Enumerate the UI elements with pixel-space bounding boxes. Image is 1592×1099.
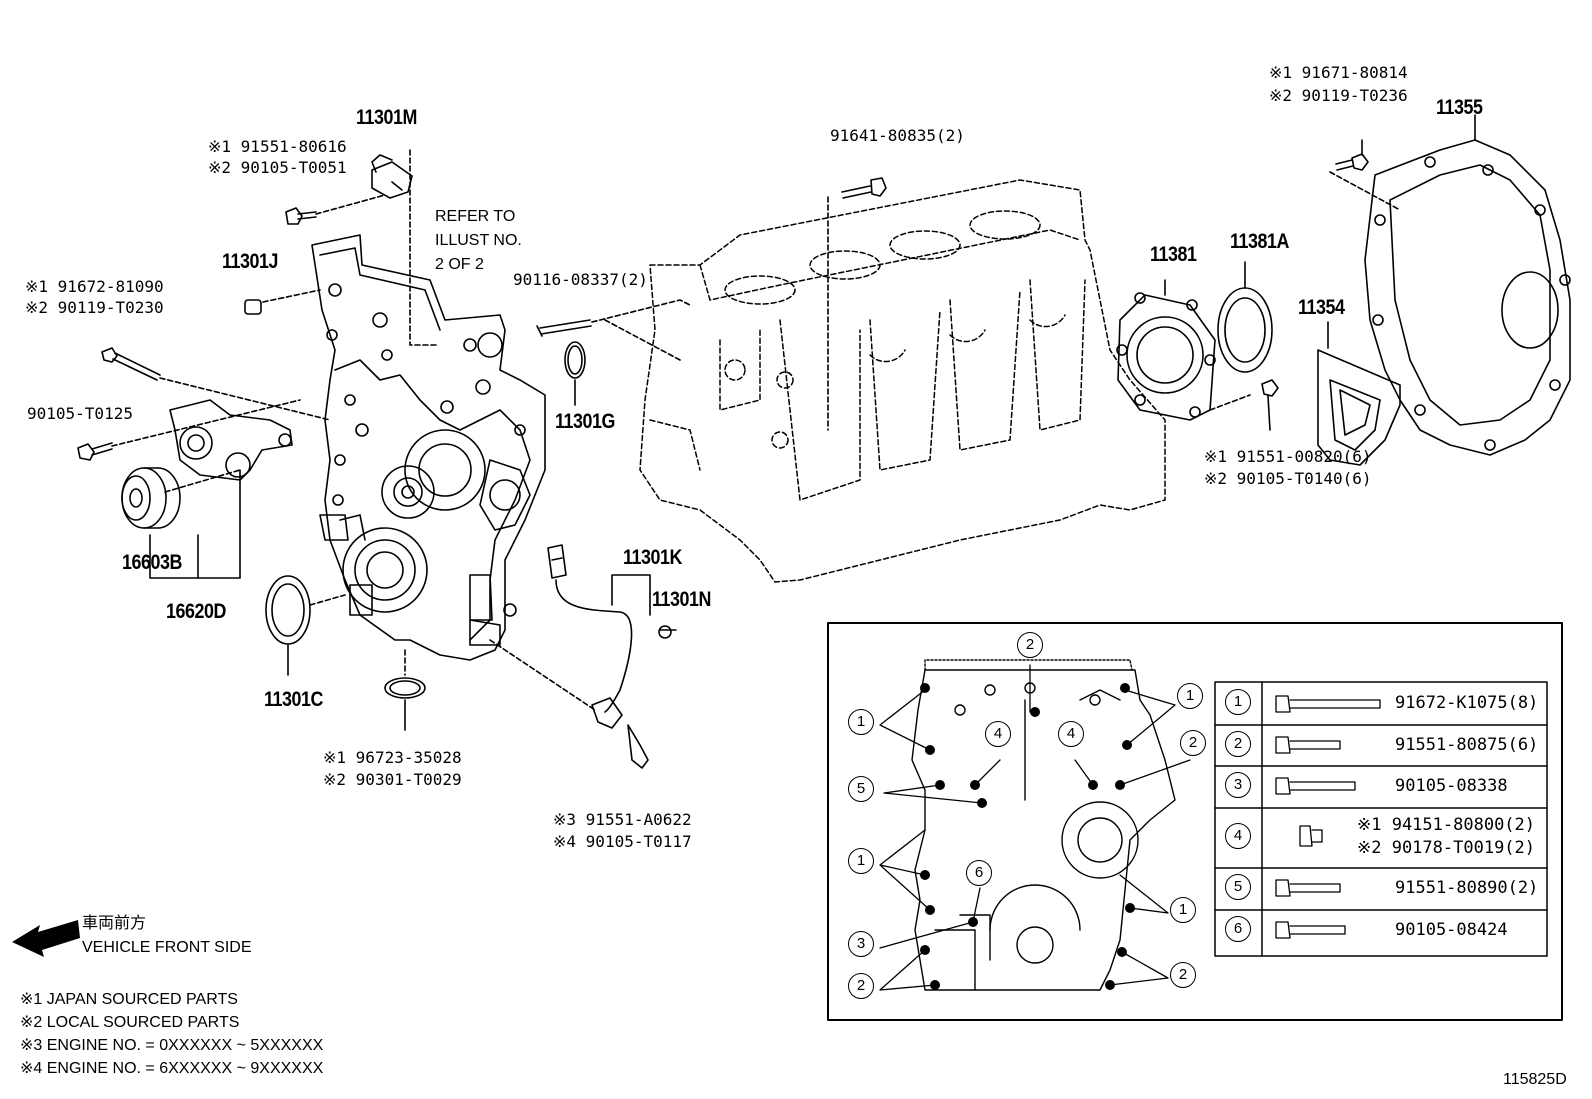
part-label-11301m: 11301M xyxy=(356,106,417,129)
part-label-11301j: 11301J xyxy=(222,250,279,273)
clamp-11301n xyxy=(658,625,677,639)
refer-to-line-1: REFER TO xyxy=(435,208,516,225)
table-row-part: 90105-08424 xyxy=(1395,920,1508,940)
table-row-part-local: ※2 90178-T0019(2) xyxy=(1357,838,1536,858)
part-label-11354: 11354 xyxy=(1298,296,1345,319)
inset-marker: 2 xyxy=(848,973,874,999)
inset-marker: 2 xyxy=(1170,962,1196,988)
part-label-11355: 11355 xyxy=(1436,96,1483,119)
camshaft-position-sensor xyxy=(371,149,439,346)
callout-oring-local: ※2 90301-T0029 xyxy=(323,770,462,789)
inset-marker: 2 xyxy=(1180,730,1206,756)
rear-oil-seal xyxy=(1217,261,1273,373)
table-row-number: 2 xyxy=(1225,731,1251,757)
bolt-rear-retainer xyxy=(1261,379,1279,431)
illustration-id: 115825D xyxy=(1503,1071,1567,1088)
inset-marker: 1 xyxy=(848,848,874,874)
bolt-table-grid xyxy=(1214,681,1548,957)
o-ring-bottom xyxy=(384,649,426,731)
part-label-11301g: 11301G xyxy=(555,410,615,433)
stud-bolt-90116 xyxy=(536,299,691,361)
legend-note-2: ※2 LOCAL SOURCED PARTS xyxy=(20,1014,240,1031)
callout-rear-bolt-local: ※2 90105-T0140(6) xyxy=(1204,469,1372,488)
table-row-part: 91551-80875(6) xyxy=(1395,735,1539,755)
inset-marker: 5 xyxy=(848,776,874,802)
callout-sensor-bolt-late: ※4 90105-T0117 xyxy=(553,832,692,851)
part-label-16603b: 16603B xyxy=(122,551,182,574)
inset-marker: 1 xyxy=(848,709,874,735)
callout-left-local: ※2 90119-T0230 xyxy=(25,298,164,317)
table-row-part: 91672-K1075(8) xyxy=(1395,693,1539,713)
inset-bolt-dots xyxy=(920,683,1135,990)
inset-marker: 1 xyxy=(1177,683,1203,709)
callout-11301m-japan: ※1 91551-80616 xyxy=(208,137,347,156)
inset-marker: 2 xyxy=(1017,632,1043,658)
tensioner-bracket xyxy=(149,399,293,579)
legend-note-4: ※4 ENGINE NO. = 6XXXXXX ~ 9XXXXXX xyxy=(20,1060,324,1077)
part-label-11381: 11381 xyxy=(1150,243,1197,266)
callout-oring-japan: ※1 96723-35028 xyxy=(323,748,462,767)
callout-90116-08337: 90116-08337(2) xyxy=(513,270,648,289)
inset-marker: 6 xyxy=(966,860,992,886)
engine-rear-end-plate xyxy=(1364,114,1571,456)
idler-pulley xyxy=(121,467,241,529)
legend-note-3: ※3 ENGINE NO. = 0XXXXXX ~ 5XXXXXX xyxy=(20,1037,324,1054)
callout-90105-t0125: 90105-T0125 xyxy=(27,404,133,423)
o-ring-11301g xyxy=(564,341,586,406)
part-label-16620d: 16620D xyxy=(166,600,226,623)
inset-leader-lines xyxy=(879,664,1191,991)
table-row-part: 91551-80890(2) xyxy=(1395,878,1539,898)
table-row-number: 1 xyxy=(1225,689,1251,715)
inset-marker: 4 xyxy=(985,721,1011,747)
part-label-11301n: 11301N xyxy=(652,588,711,611)
table-row-number: 5 xyxy=(1225,874,1251,900)
timing-cover xyxy=(311,234,546,661)
vehicle-front-label: VEHICLE FRONT SIDE xyxy=(82,939,252,956)
callout-top-local: ※2 90119-T0236 xyxy=(1269,86,1408,105)
inset-frame xyxy=(827,622,1563,1021)
crank-position-sensor xyxy=(489,544,651,769)
cylinder-block xyxy=(639,179,1166,583)
inset-marker: 1 xyxy=(1170,897,1196,923)
callout-left-japan: ※1 91672-81090 xyxy=(25,277,164,296)
stud-bolt-left xyxy=(101,347,331,421)
rear-seal-retainer xyxy=(1116,279,1251,421)
inset-cover-outline xyxy=(911,659,1176,991)
callout-top-japan: ※1 91671-80814 xyxy=(1269,63,1408,82)
table-row-part: 90105-08338 xyxy=(1395,776,1508,796)
callout-sensor-bolt-early: ※3 91551-A0622 xyxy=(553,810,692,829)
table-row-number: 3 xyxy=(1225,772,1251,798)
table-row-part-japan: ※1 94151-80800(2) xyxy=(1357,815,1536,835)
bolt-91641 xyxy=(827,177,887,431)
vehicle-front-arrow-icon xyxy=(12,920,80,957)
inset-marker: 4 xyxy=(1058,721,1084,747)
front-oil-seal xyxy=(265,575,346,676)
refer-to-line-3: 2 OF 2 xyxy=(435,256,484,273)
part-label-11301c: 11301C xyxy=(264,688,323,711)
inset-marker: 3 xyxy=(848,931,874,957)
bolt-90105-t0125 xyxy=(77,399,301,461)
table-row-number: 6 xyxy=(1225,916,1251,942)
service-hole-cover xyxy=(1317,321,1401,466)
part-label-11381a: 11381A xyxy=(1230,230,1289,253)
table-row-number: 4 xyxy=(1225,823,1251,849)
callout-11301m-local: ※2 90105-T0051 xyxy=(208,158,347,177)
bolt-table-icons xyxy=(1275,695,1381,939)
bolt-11301m xyxy=(285,194,386,225)
callout-91641-80835: 91641-80835(2) xyxy=(830,126,965,145)
legend-note-1: ※1 JAPAN SOURCED PARTS xyxy=(20,991,238,1008)
part-label-11301k: 11301K xyxy=(623,546,682,569)
plug-11301j xyxy=(244,289,321,315)
refer-to-line-2: ILLUST NO. xyxy=(435,232,522,249)
vehicle-front-kanji: 車両前方 xyxy=(82,915,147,932)
callout-rear-bolt-japan: ※1 91551-00820(6) xyxy=(1204,447,1372,466)
bolt-end-plate xyxy=(1329,139,1401,211)
